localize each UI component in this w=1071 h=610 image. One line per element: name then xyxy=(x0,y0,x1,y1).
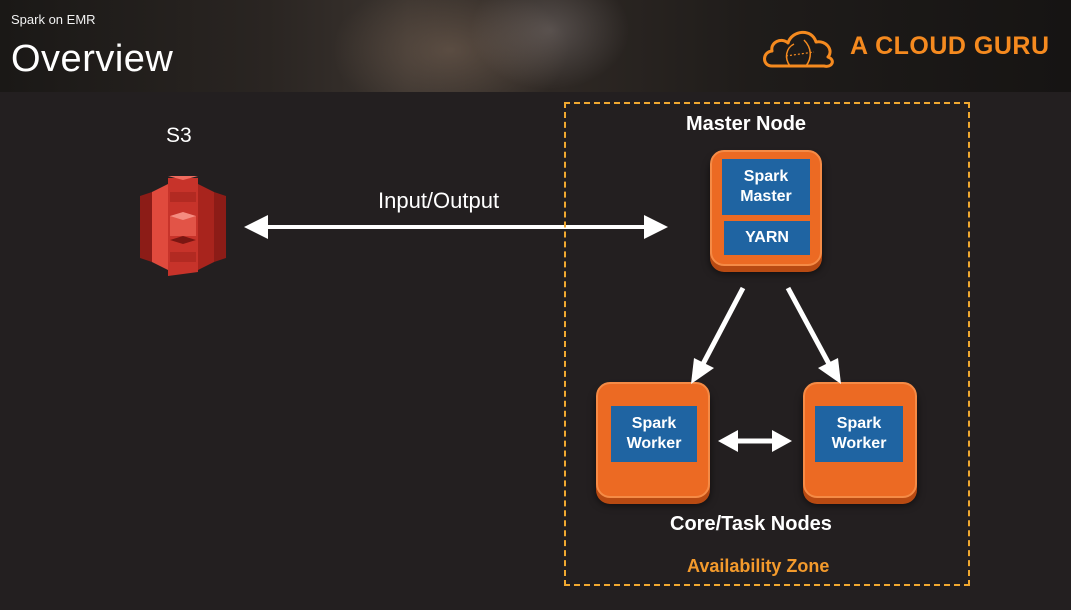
slide-subtitle: Spark on EMR xyxy=(11,12,96,27)
master-node-label: Master Node xyxy=(686,113,807,135)
spark-worker-chip-left: Spark Worker xyxy=(611,406,697,462)
spark-worker-chip-right: Spark Worker xyxy=(815,406,903,462)
slide-header: Spark on EMR Overview A CLOUD GURU xyxy=(0,0,1071,92)
availability-zone-label: Availability Zone xyxy=(687,556,830,576)
spark-master-chip: Spark Master xyxy=(722,159,810,215)
slide-title: Overview xyxy=(11,38,174,80)
brand-logo: A CLOUD GURU xyxy=(760,22,1060,72)
brand-name: A CLOUD GURU xyxy=(850,32,1050,60)
worker-node-left: Spark Worker xyxy=(596,382,710,498)
s3-label: S3 xyxy=(166,124,192,147)
input-output-arrow xyxy=(244,215,668,239)
core-task-nodes-label: Core/Task Nodes xyxy=(670,513,832,535)
s3-bucket-icon xyxy=(140,176,226,276)
input-output-label: Input/Output xyxy=(378,188,500,213)
master-node: Spark Master YARN xyxy=(710,150,822,266)
cloud-logo-icon xyxy=(763,30,834,68)
yarn-chip: YARN xyxy=(724,221,810,255)
video-background xyxy=(330,0,570,92)
availability-zone-box xyxy=(564,102,970,586)
worker-node-right: Spark Worker xyxy=(803,382,917,498)
